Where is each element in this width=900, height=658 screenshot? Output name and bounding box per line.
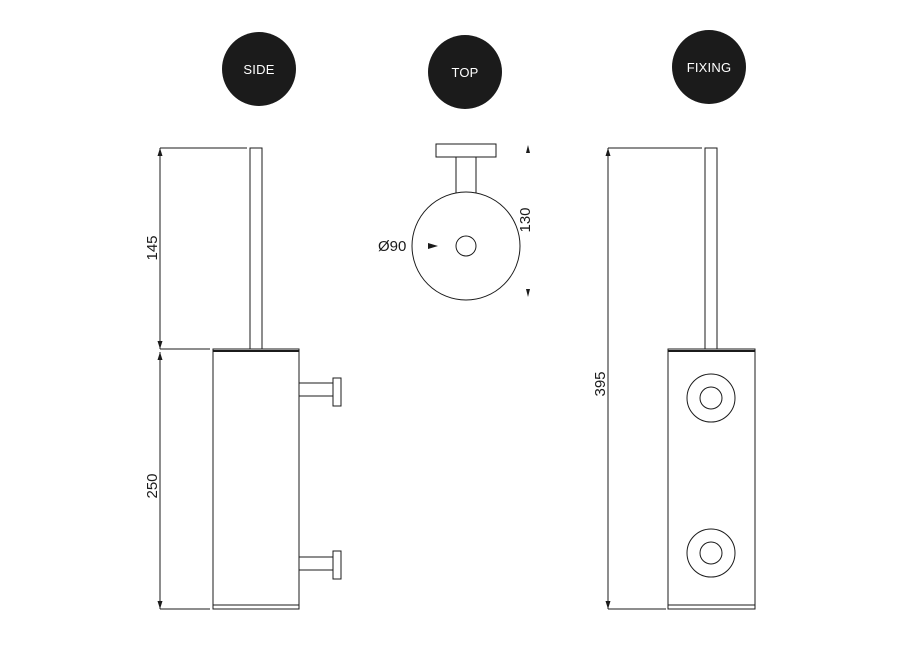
body-height-label: 250	[144, 473, 161, 498]
side-handle	[249, 147, 263, 350]
upper-fixing-ring	[686, 373, 736, 423]
fixing-view-badge: FIXING	[672, 30, 746, 104]
fixing-view-label: FIXING	[686, 59, 732, 75]
side-lower-bracket	[298, 550, 342, 580]
fixing-body	[667, 348, 756, 610]
side-view-label: SIDE	[243, 61, 275, 77]
top-view: Ø90 130	[378, 143, 534, 301]
side-view-badge: SIDE	[222, 32, 296, 106]
depth-arrow-bottom	[526, 289, 530, 297]
top-view-label: TOP	[451, 64, 479, 80]
fixing-view: 395	[592, 147, 756, 610]
depth-arrow-top	[526, 145, 530, 153]
top-body-circle	[411, 191, 521, 301]
side-upper-bracket	[298, 377, 342, 407]
side-view: 145 250	[144, 147, 342, 610]
handle-height-label: 145	[144, 235, 161, 260]
side-body	[212, 348, 300, 610]
diameter-label: Ø90	[378, 238, 406, 255]
diameter-pointer	[428, 243, 438, 249]
top-bracket-arm	[455, 156, 477, 194]
top-wall-plate	[435, 143, 497, 158]
top-handle-circle	[455, 235, 477, 257]
total-height-label: 395	[592, 371, 609, 396]
top-view-badge: TOP	[428, 35, 502, 109]
lower-fixing-ring	[686, 528, 736, 578]
fixing-handle	[704, 147, 718, 350]
depth-label: 130	[517, 207, 534, 232]
